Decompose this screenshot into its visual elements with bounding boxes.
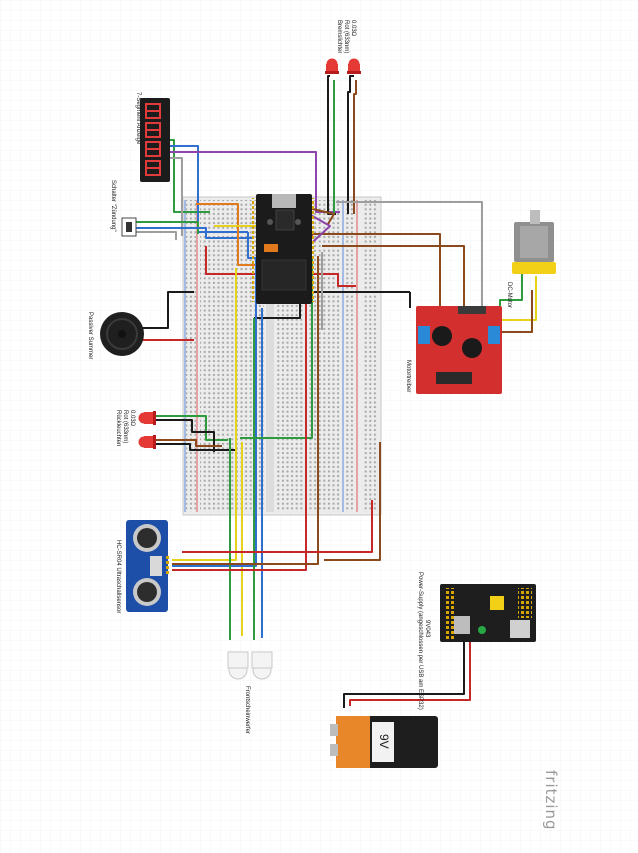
label-buzzer: Passiver Summer	[87, 312, 93, 359]
label-seven-segment: 7-Segment Anzeige	[135, 92, 141, 145]
esp32-board	[252, 194, 316, 304]
fritzing-watermark: fritzing	[542, 770, 560, 831]
passive-buzzer: Passiver Summer	[87, 312, 144, 359]
label-power-supply: Power-Supply (angeschlossen per USB am E…	[417, 572, 423, 710]
power-supply-module: Power-Supply (angeschlossen per USB am E…	[417, 572, 536, 710]
label-rear-lights: Rückleuchten	[115, 410, 121, 446]
label-dc-motor: DC-Motor	[506, 282, 512, 308]
label-battery: 9V	[377, 734, 391, 749]
seven-segment-display: 7-Segment Anzeige	[135, 92, 170, 182]
label-rear-lights-resistance: 0.03Ω	[129, 410, 135, 427]
battery-9v: 9V	[330, 716, 438, 768]
brake-leds: Bremslichter Rot (633nm) 0.03Ω	[325, 20, 361, 74]
hc-sr04-sensor: HC-SR04 Ultraschallsensor	[115, 520, 170, 613]
label-headlights: Frontscheinwerfer	[244, 686, 250, 734]
motor-driver-board: Motortreiber	[405, 306, 502, 394]
ignition-switch: Schalter "Zündung"	[110, 180, 137, 237]
label-switch: Schalter "Zündung"	[110, 180, 116, 232]
headlight-leds: Frontscheinwerfer	[227, 651, 273, 734]
rear-leds: Rückleuchten Rot (633nm) 0.03Ω	[115, 410, 156, 449]
label-power-supply-model: 9V043	[424, 620, 430, 638]
label-brake-lights-resistance: 0.03Ω	[350, 20, 356, 37]
label-brake-lights: Bremslichter	[336, 20, 342, 53]
dc-motor: DC-Motor	[506, 210, 556, 308]
label-brake-lights-color: Rot (633nm)	[343, 20, 349, 53]
label-motor-driver: Motortreiber	[405, 360, 411, 392]
label-ultrasonic: HC-SR04 Ultraschallsensor	[115, 540, 121, 613]
wires	[136, 75, 537, 708]
label-rear-lights-color: Rot (633nm)	[122, 410, 128, 443]
